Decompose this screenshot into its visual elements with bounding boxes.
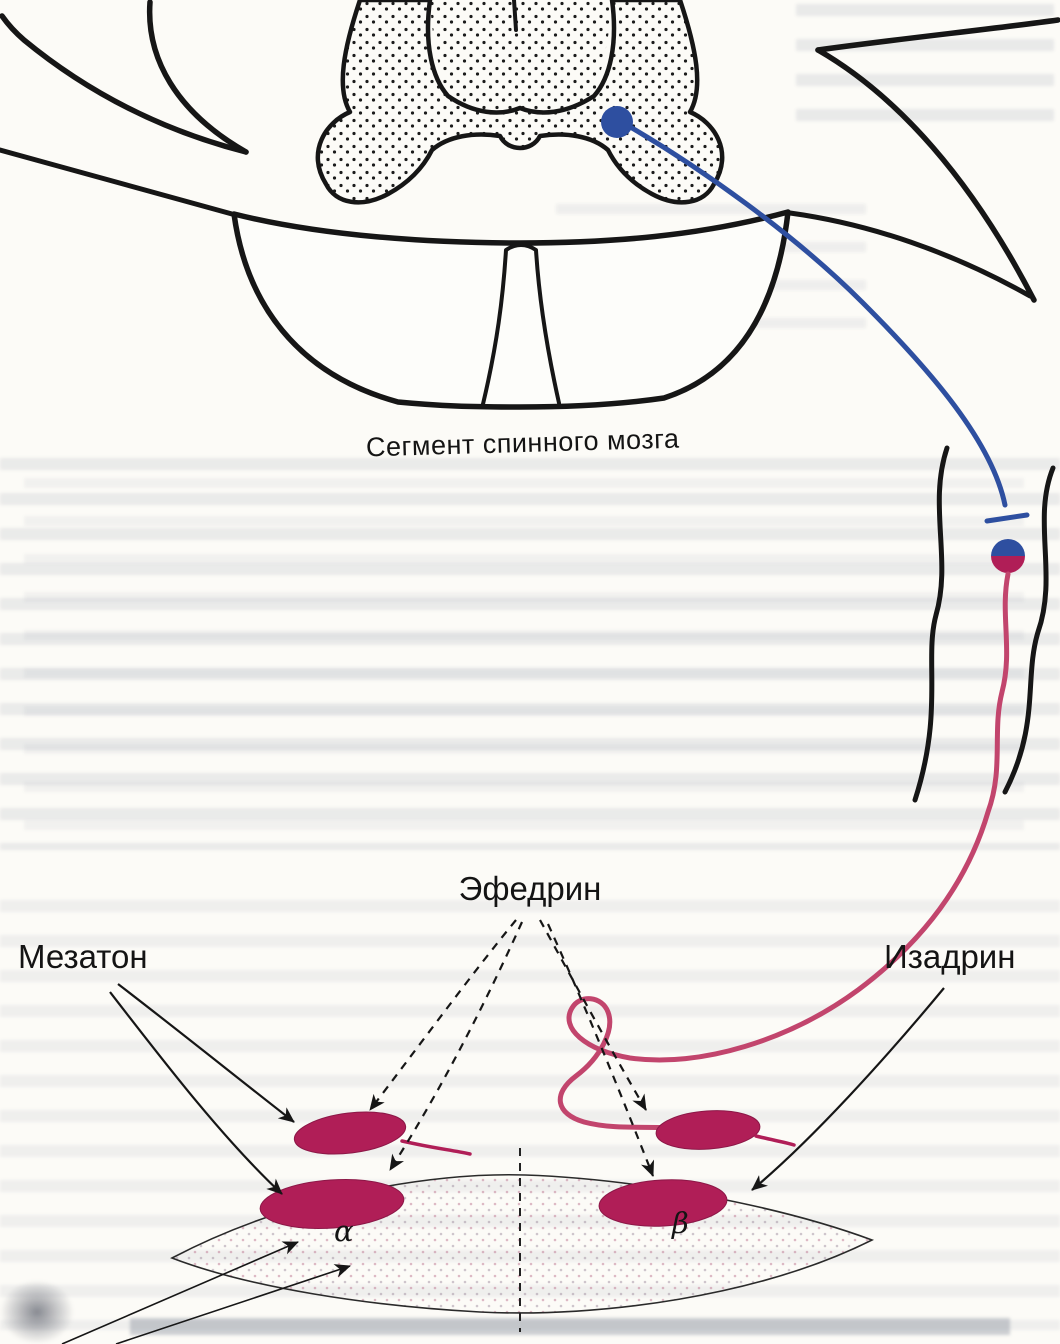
bottom-left-arrow-1	[61, 1241, 299, 1344]
alpha-receptor-ellipse-lower	[259, 1179, 405, 1229]
sympathetic-ganglion	[991, 539, 1025, 573]
varicosity-tail-left	[400, 1139, 472, 1156]
beta-receptor-ellipse-lower	[598, 1179, 728, 1227]
varicosity-tail-right	[754, 1134, 796, 1147]
preganglionic-axon	[629, 125, 1008, 508]
mezaton-arrows	[109, 983, 295, 1195]
ephedrine-arrow-4	[546, 923, 655, 1177]
alpha-receptor-ellipse-upper	[293, 1111, 407, 1155]
ganglion-top-half	[991, 539, 1025, 556]
ephedrine-arrow-2	[389, 921, 524, 1171]
ephedrine-arrow-3	[539, 919, 647, 1111]
left-wing-outline	[146, 0, 249, 155]
synapse-bar	[984, 512, 1030, 524]
effector-membrane-oval	[170, 1148, 875, 1332]
label-beta-receptor: β	[672, 1206, 689, 1240]
spinal-cord-body	[231, 209, 791, 410]
bottom-left-pointer-arrows	[61, 1241, 351, 1344]
right-wing-outline	[815, 47, 1037, 303]
spinal-cord-section	[0, 0, 1060, 410]
nerve-trunk-right-line	[1002, 465, 1056, 795]
ephedrine-dashed-arrows	[369, 919, 655, 1177]
left-wing-outline	[0, 147, 235, 217]
mezaton-arrow-2	[109, 991, 283, 1195]
label-izadrin: Изадрин	[884, 938, 1016, 975]
beta-receptor-ellipse-upper	[655, 1110, 761, 1150]
nerve-trunk-left-line	[912, 445, 950, 803]
label-alpha-receptor: α	[334, 1214, 354, 1248]
mezaton-arrow-1	[117, 983, 295, 1123]
ganglion-bottom-half	[991, 556, 1025, 573]
izadrin-arrow-group	[751, 987, 945, 1191]
preganglionic-fiber	[629, 125, 1030, 524]
adrenoreceptor-ellipses	[259, 1110, 761, 1229]
izadrin-arrow	[751, 987, 945, 1191]
preganglionic-neuron-soma	[601, 106, 633, 138]
dorsal-column-stipple	[430, 0, 612, 113]
ephedrine-arrow-1	[369, 919, 517, 1111]
postganglionic-fiber	[557, 571, 1011, 1131]
gray-matter-butterfly	[315, 0, 725, 205]
bottom-left-arrow-2	[115, 1264, 351, 1344]
anterior-median-fissure	[481, 243, 561, 406]
label-ephedrine: Эфедрин	[458, 870, 602, 907]
postganglionic-axon	[557, 571, 1011, 1131]
left-wing-outline	[0, 13, 249, 155]
right-wing-outline	[815, 17, 1060, 53]
label-mezaton: Мезатон	[18, 938, 148, 975]
varicosity-tails	[400, 1134, 796, 1156]
right-wing-outline	[787, 210, 1033, 299]
posterior-median-sulcus	[512, 0, 518, 32]
nerve-trunk-wavy-lines	[912, 445, 1056, 803]
